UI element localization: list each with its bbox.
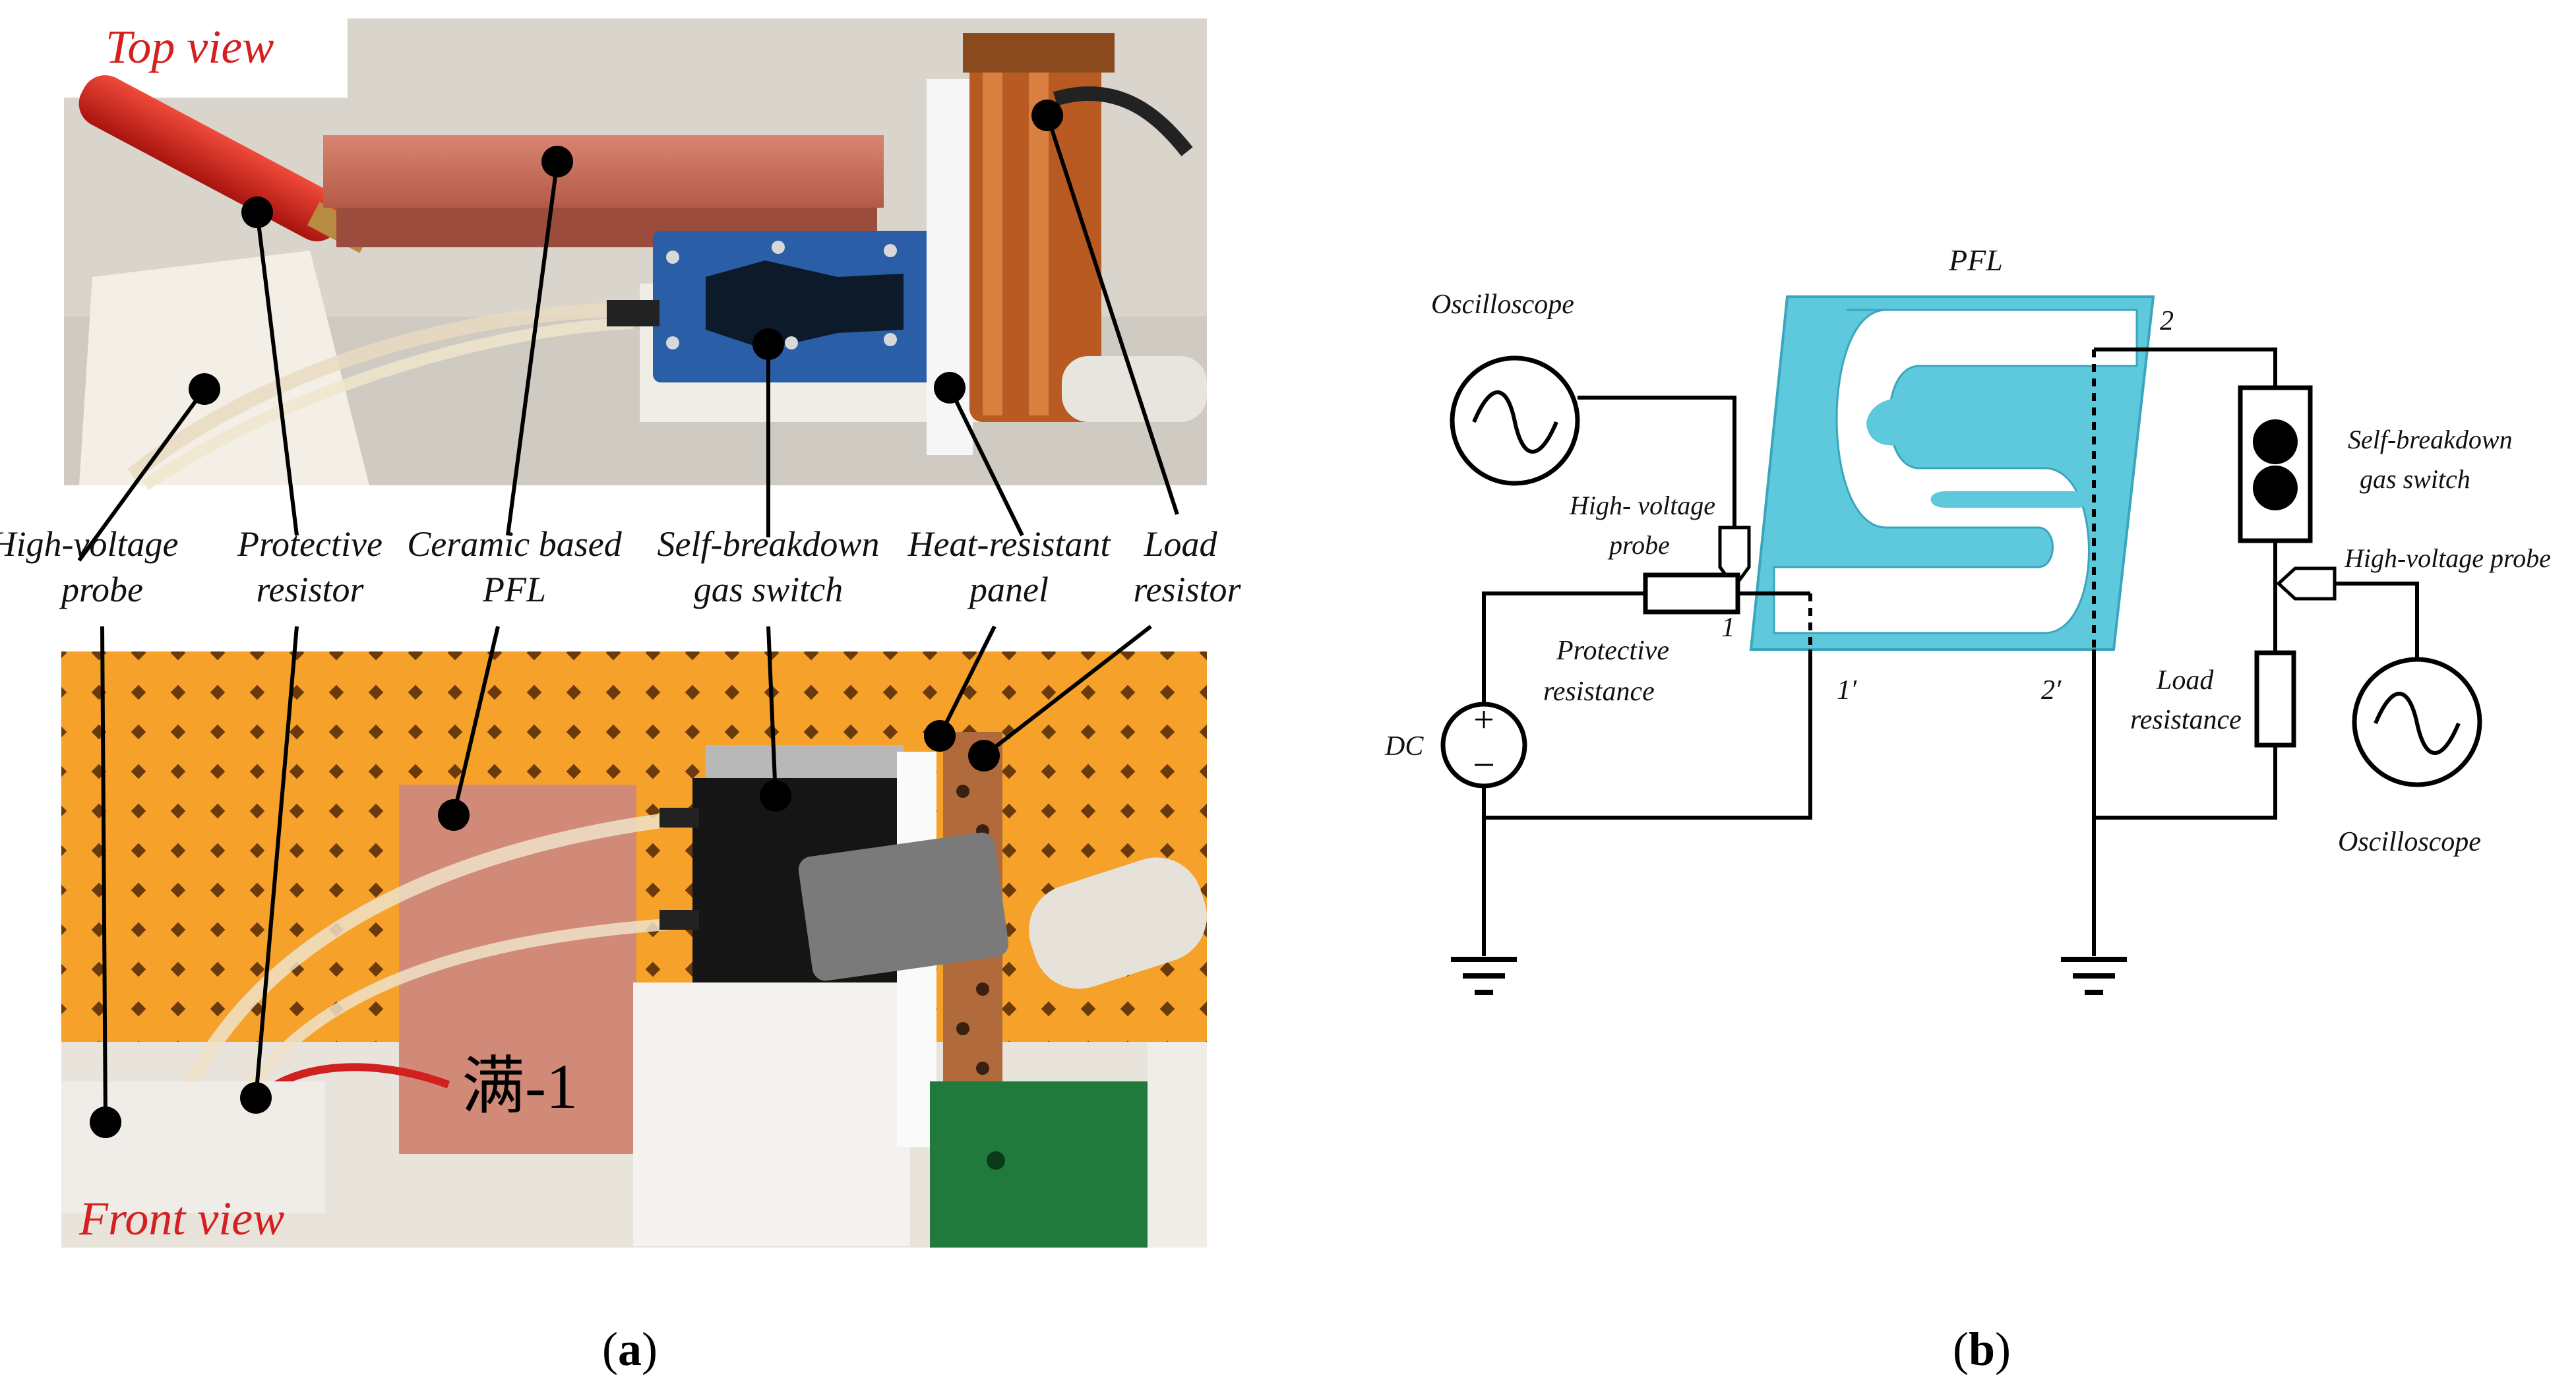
oscilloscope-left-icon [1450, 355, 1580, 486]
svg-text:resistor: resistor [1133, 570, 1241, 609]
marker-dot [240, 1082, 272, 1114]
label-load-resistor: Load resistor [1133, 524, 1241, 609]
load-label-2: resistance [2130, 705, 2242, 735]
hv-probe-left-icon [1718, 526, 1751, 590]
marker-dot [189, 373, 220, 405]
marker-dot [90, 1106, 121, 1138]
hv-probe-right-label: High-voltage probe [2344, 543, 2551, 573]
svg-text:resistor: resistor [256, 570, 364, 609]
leader-lines [77, 115, 1179, 1123]
gas-switch-top [607, 231, 943, 382]
top-view-title: Top view [106, 20, 274, 73]
oscilloscope-left-label: Oscilloscope [1431, 289, 1574, 320]
svg-text:−: − [1473, 743, 1495, 787]
marker-dots [90, 100, 1063, 1138]
hv-probe-right-icon [2276, 566, 2337, 601]
svg-text:gas switch: gas switch [694, 570, 843, 609]
panel-a: Top view 满-1 [0, 18, 1241, 1375]
front-view-title: Front view [78, 1192, 284, 1245]
label-ceramic-pfl: Ceramic based PFL [407, 524, 622, 609]
protective-resistance-icon [1643, 572, 1740, 615]
svg-text:probe: probe [59, 570, 143, 609]
dc-label: DC [1384, 731, 1424, 762]
marker-dot [924, 720, 956, 752]
switch-label: Self-breakdown [2348, 425, 2513, 454]
svg-text:Protective: Protective [237, 524, 383, 564]
pfl-label: PFL [1948, 243, 2003, 277]
svg-text:PFL: PFL [482, 570, 546, 609]
marker-dot [438, 799, 470, 831]
marker-dot [760, 780, 791, 812]
marker-dot [934, 372, 966, 404]
hv-probe-left-label-2: probe [1607, 530, 1670, 560]
label-protective-resistor: Protective resistor [237, 524, 383, 609]
protective-label-2: resistance [1543, 677, 1655, 707]
label-hv-probe: High-voltage probe [0, 524, 178, 609]
svg-text:Self-breakdown: Self-breakdown [658, 524, 880, 564]
oscilloscope-right-label: Oscilloscope [2338, 827, 2481, 857]
svg-text:Ceramic based: Ceramic based [407, 524, 622, 564]
node-2p: 2′ [2041, 675, 2062, 706]
label-gas-switch: Self-breakdown gas switch [658, 524, 880, 609]
load-resistance-icon [2254, 650, 2296, 748]
svg-text:Heat-resistant: Heat-resistant [907, 524, 1112, 564]
node-1: 1 [1721, 613, 1735, 643]
svg-text:Load: Load [1143, 524, 1217, 564]
panel-b: PFL Oscilloscope High- voltage probe Pro… [1384, 243, 2551, 1375]
caption-a: (a) [602, 1323, 658, 1375]
switch-label-2: gas switch [2360, 464, 2470, 494]
svg-text:High-voltage: High-voltage [0, 524, 178, 564]
marker-dot [1031, 100, 1063, 131]
svg-text:+: + [1473, 700, 1494, 740]
protective-label: Protective [1556, 636, 1669, 666]
oscilloscope-right-icon [2352, 657, 2482, 787]
hv-probe-left-label: High- voltage [1569, 491, 1715, 520]
svg-text:panel: panel [967, 570, 1049, 609]
label-heat-panel: Heat-resistant panel [907, 524, 1112, 609]
top-view-photo [64, 18, 1207, 491]
handwriting: 满-1 [462, 1051, 578, 1122]
node-1p: 1′ [1837, 675, 1857, 706]
marker-dot [968, 740, 1000, 771]
dc-source-icon: + − [1440, 700, 1527, 789]
pfl-board [1749, 295, 2155, 651]
node-2: 2 [2160, 306, 2174, 336]
ground-right-icon [2061, 957, 2127, 995]
pfl-plate-top [323, 135, 884, 247]
marker-dot [752, 328, 784, 360]
gas-switch-icon [2238, 385, 2313, 543]
front-view-photo: 满-1 [61, 651, 1207, 1248]
marker-dot [241, 196, 273, 228]
load-label: Load [2156, 665, 2214, 696]
caption-b: (b) [1953, 1323, 2011, 1375]
marker-dot [541, 146, 573, 177]
ground-left-icon [1451, 957, 1517, 995]
